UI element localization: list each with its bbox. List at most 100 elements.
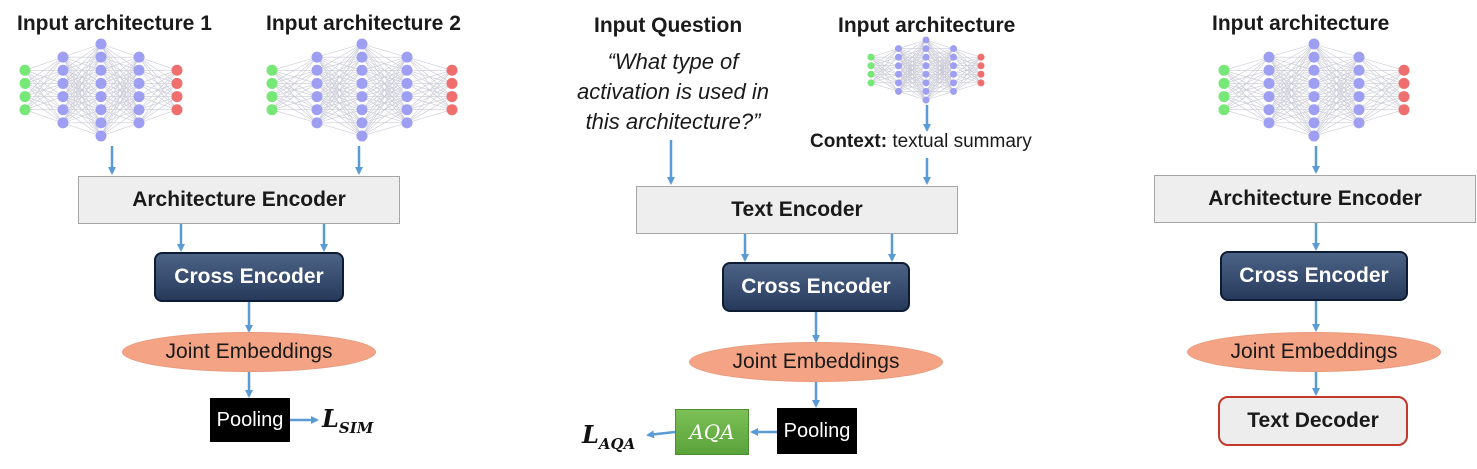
network-node [950,87,957,95]
network-node [95,51,107,63]
network-node [895,45,902,53]
network-node [1398,77,1410,89]
architecture-encoder-box-right: Architecture Encoder [1154,175,1476,223]
network-node [1353,64,1365,76]
cross-encoder-box-left: Cross Encoder [154,252,344,302]
network-node [57,64,69,76]
network-node [266,64,278,76]
network-node [171,77,183,89]
network-node [95,77,107,89]
network-node [1218,64,1230,76]
network-node [1263,77,1275,89]
joint-embeddings-ellipse-middle: Joint Embeddings [689,342,943,382]
network-node [867,53,875,61]
network-node [1263,104,1275,116]
network-node [977,70,985,78]
network-node [446,77,458,89]
network-node [922,45,930,53]
network-node [311,91,323,103]
cross-encoder-box-middle: Cross Encoder [722,262,910,312]
network-node [1263,91,1275,103]
input-question-title: Input Question [594,14,743,37]
network-node [1263,64,1275,76]
network-node [1308,130,1320,142]
network-node [95,104,107,116]
network-node [133,64,145,76]
pooling-box-left: Pooling [210,398,290,442]
network-node [133,51,145,63]
network-node [1398,104,1410,116]
input-architecture-2-title: Input architecture 2 [266,12,461,35]
joint-embeddings-ellipse-right: Joint Embeddings [1187,332,1441,372]
network-node [401,104,413,116]
loss-aqa-label: LAQA [582,420,636,453]
network-node [401,64,413,76]
network-node [57,91,69,103]
network-node [977,53,985,61]
network-node [895,79,902,87]
network-node [356,104,368,116]
loss-sim-label: LSIM [322,404,374,437]
network-node [895,70,902,78]
network-node [1218,104,1230,116]
network-node [1353,51,1365,63]
input-architecture-1-title: Input architecture 1 [17,12,212,35]
input-architecture-title-middle: Input architecture [838,14,1016,37]
network-node [356,117,368,129]
network-node [356,38,368,50]
network-node [1308,104,1320,116]
network-node [95,130,107,142]
network-node [895,87,902,95]
network-node [266,91,278,103]
network-node [1308,64,1320,76]
network-node [133,91,145,103]
neural-network-icon-middle [867,36,985,104]
network-node [401,77,413,89]
network-node [57,51,69,63]
flow-arrow [646,430,676,439]
joint-embeddings-ellipse-left: Joint Embeddings [122,332,376,372]
network-node [950,70,957,78]
network-node [311,104,323,116]
network-node [922,53,930,61]
network-node [1308,91,1320,103]
network-node [95,38,107,50]
text-encoder-box: Text Encoder [636,186,958,234]
network-node [1398,64,1410,76]
network-node [922,87,930,95]
network-node [867,79,875,87]
neural-network-icon-right [1218,38,1410,142]
network-node [950,53,957,61]
network-node [356,51,368,63]
network-node [1308,51,1320,63]
network-node [895,53,902,61]
neural-network-icon-2 [266,38,458,142]
network-node [1308,38,1320,50]
text-decoder-box: Text Decoder [1218,396,1408,446]
network-node [1308,117,1320,129]
network-node [950,45,957,53]
network-node [356,77,368,89]
network-node [19,91,31,103]
network-node [867,62,875,70]
network-node [171,91,183,103]
network-node [57,104,69,116]
network-node [977,79,985,87]
network-node [133,104,145,116]
network-node [133,117,145,129]
network-node [922,70,930,78]
network-node [1353,117,1365,129]
network-node [266,104,278,116]
network-node [19,104,31,116]
network-node [446,104,458,116]
input-question-text: “What type of activation is used in this… [577,49,769,134]
network-node [922,62,930,70]
network-node [57,77,69,89]
network-node [1263,117,1275,129]
network-node [1308,77,1320,89]
neural-network-icon-1 [19,38,183,142]
network-node [311,77,323,89]
network-node [311,117,323,129]
network-node [1398,91,1410,103]
